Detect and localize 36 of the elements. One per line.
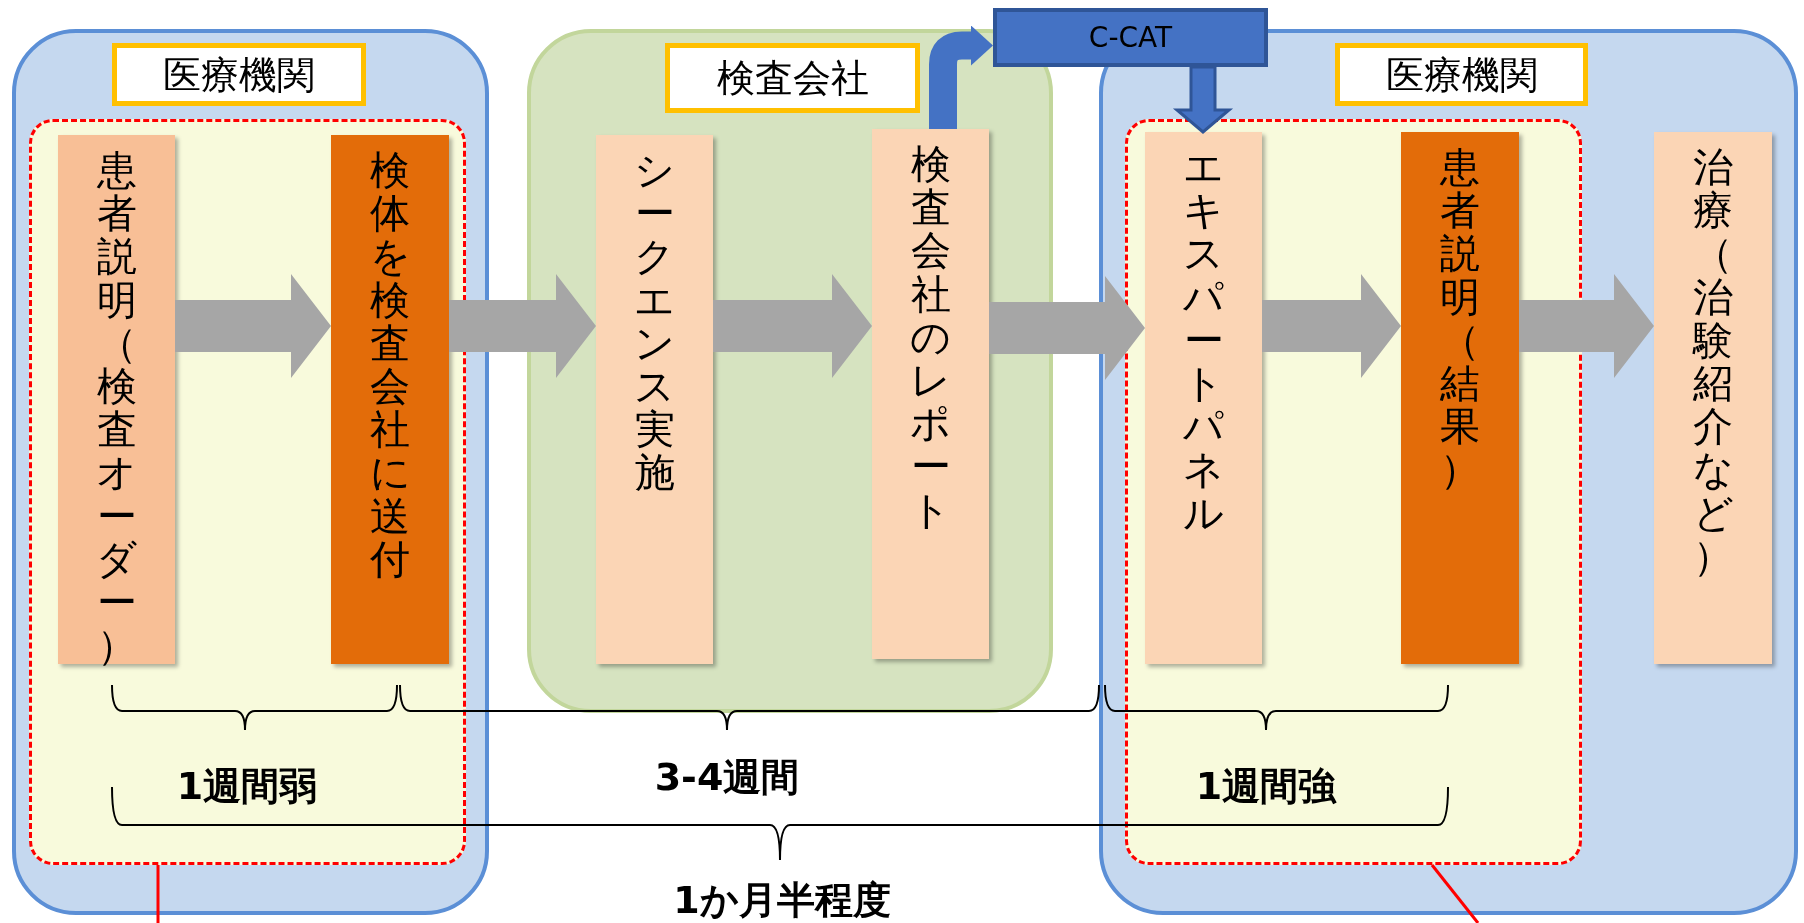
duration-label: 1か月半程度 bbox=[673, 881, 891, 919]
step-label: 検査会社のレポート bbox=[909, 143, 952, 532]
step-label: 検体を検査会社に送付 bbox=[369, 149, 411, 581]
arrow bbox=[1172, 65, 1234, 134]
leader-line bbox=[1430, 864, 1480, 923]
dashed-frame bbox=[1125, 119, 1582, 865]
group-panel bbox=[12, 29, 489, 915]
step-box bbox=[596, 135, 713, 664]
arrow bbox=[449, 274, 596, 378]
step-box bbox=[1145, 132, 1262, 664]
arrow bbox=[929, 25, 993, 129]
step-box bbox=[872, 129, 989, 659]
duration-label: 1週間弱 bbox=[176, 767, 318, 805]
leader-line bbox=[156, 865, 160, 923]
duration-label: 3-4週間 bbox=[654, 758, 800, 796]
arrow bbox=[989, 276, 1145, 380]
step-box bbox=[331, 135, 449, 664]
step-label: 治療（治験紹介など） bbox=[1692, 146, 1734, 578]
header-label: 医療機関 bbox=[112, 43, 366, 106]
arrow bbox=[1519, 274, 1654, 378]
arrow bbox=[175, 274, 331, 378]
group-panel bbox=[527, 29, 1053, 713]
process-box: C-CAT bbox=[993, 8, 1268, 67]
header-label: 検査会社 bbox=[665, 43, 920, 113]
step-box bbox=[58, 135, 175, 664]
duration-label: 1週間強 bbox=[1195, 767, 1337, 805]
step-label: シークエンス実施 bbox=[633, 149, 676, 495]
step-box bbox=[1401, 132, 1519, 664]
header-label: 医療機関 bbox=[1335, 43, 1588, 106]
step-box bbox=[1654, 132, 1772, 664]
arrow bbox=[713, 274, 872, 378]
step-label: 患者説明（結果） bbox=[1439, 146, 1481, 492]
arrow bbox=[1262, 274, 1401, 378]
step-label: 患者説明（検査オーダー） bbox=[95, 149, 138, 668]
step-label: エキスパートパネル bbox=[1182, 146, 1225, 535]
dashed-frame bbox=[29, 119, 466, 865]
